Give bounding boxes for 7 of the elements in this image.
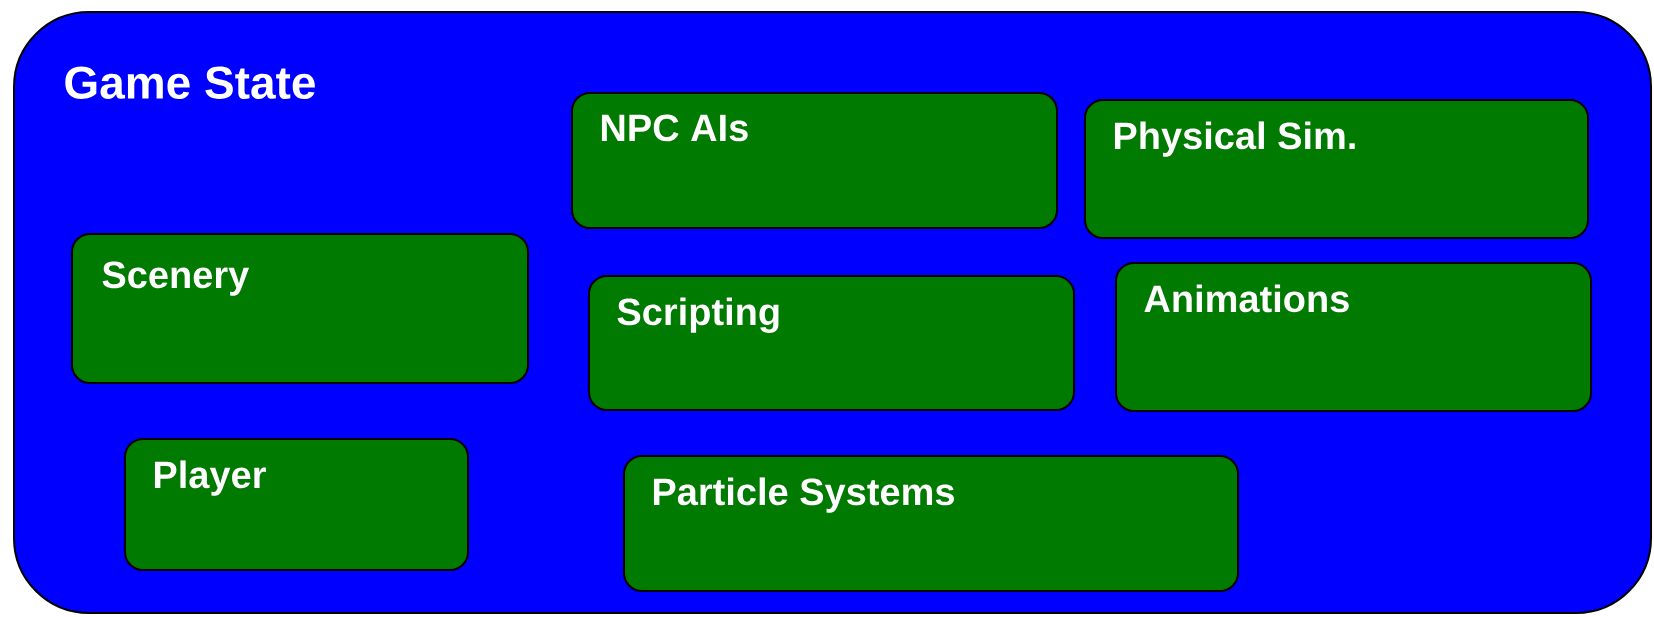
component-box: Particle Systems [623, 455, 1239, 592]
component-box: Animations [1115, 262, 1592, 412]
component-box: Physical Sim. [1084, 99, 1589, 239]
component-box: NPC AIs [571, 92, 1058, 229]
component-box: Scenery [71, 233, 529, 384]
component-box: Player [124, 438, 469, 571]
component-box: Scripting [588, 275, 1075, 411]
